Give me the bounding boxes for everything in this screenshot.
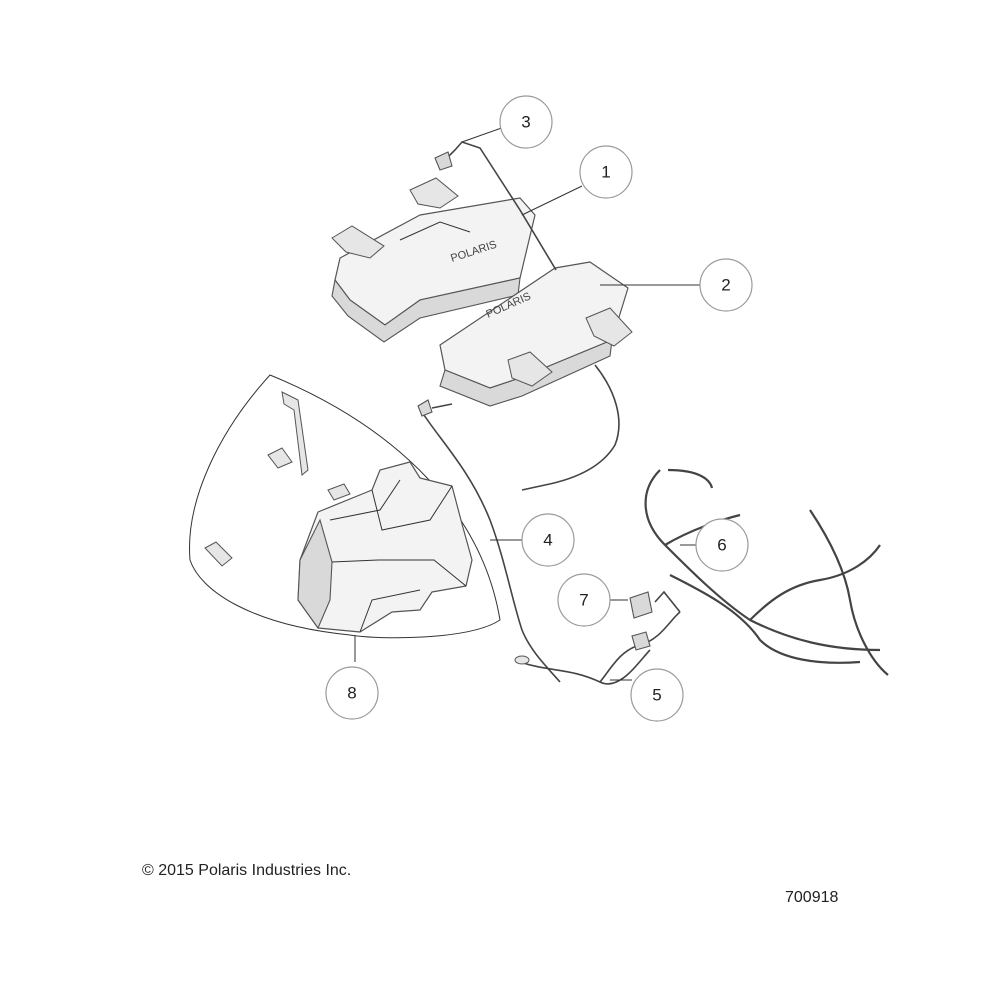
speaker-2-mount-left [507,351,553,387]
enclosure-side [297,518,333,630]
part-5-harness [514,611,681,685]
part-8-assembly [189,374,501,639]
speaker-2-front [439,339,613,407]
callout-7: 7 [557,573,611,627]
part-5-connector [631,631,651,651]
callout-8-label: 8 [347,684,356,703]
callout-6: 6 [695,518,749,572]
callout-1-label: 1 [601,163,610,182]
part-3-connector [434,151,453,171]
part-5-ring-terminal [514,655,530,665]
speaker-1-mount-left [331,225,385,259]
bracket-rod [281,391,309,476]
bracket-clip-b [327,483,351,501]
callout-3: 3 [499,95,553,149]
part-3-wire [434,141,557,271]
callout-4-label: 4 [543,531,552,550]
callout-5-label: 5 [652,686,661,705]
bracket-clip-a [267,447,293,469]
callout-2-label: 2 [721,276,730,295]
speaker-2-mount-right [585,307,633,347]
callout-1: 1 [579,145,633,199]
part-6-harness [644,468,889,676]
callout-7-label: 7 [579,591,588,610]
part-7-switch-body [629,591,653,619]
part-2-speaker: POLARIS [439,261,633,407]
part-4-connector [417,399,433,417]
callout-6-label: 6 [717,536,726,555]
speaker-1-mount-right [409,177,459,209]
copyright-notice: © 2015 Polaris Industries Inc. [142,862,352,879]
diagram-number: 700918 [785,889,839,906]
part-7-switch [629,590,681,619]
part-4-wire [417,399,561,683]
callout-4: 4 [521,513,575,567]
part-8-group-outline [189,374,501,639]
speaker-2-lead [521,364,620,491]
callout-2: 2 [699,258,753,312]
callout-5: 5 [630,668,684,722]
bracket-clip-c [204,541,233,567]
callout-3-label: 3 [521,113,530,132]
callout-8: 8 [325,666,379,720]
